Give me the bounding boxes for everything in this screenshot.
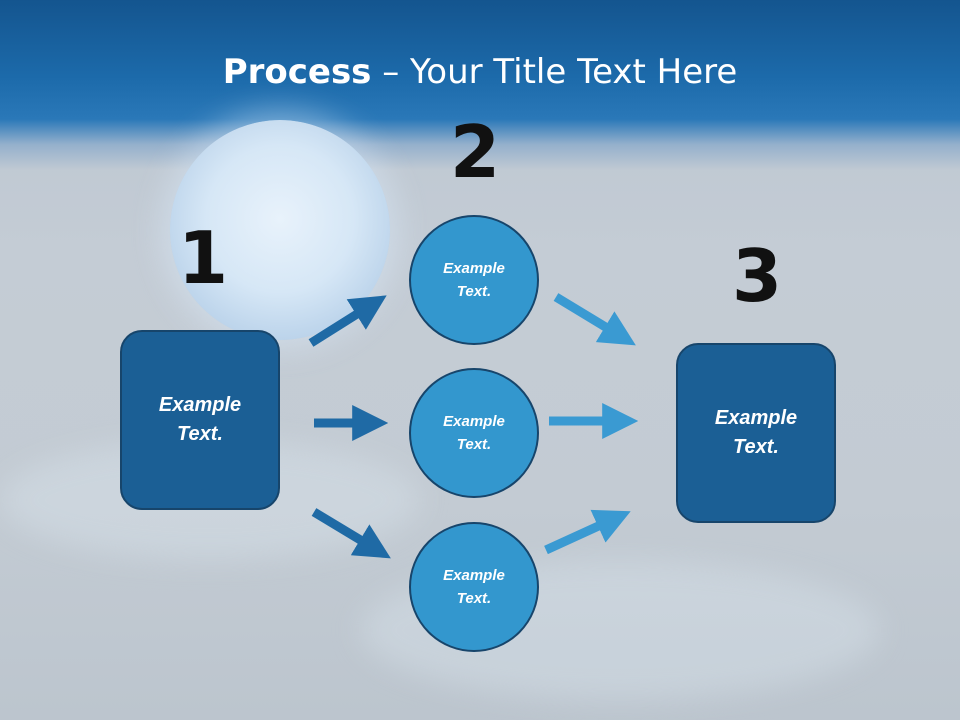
step-3-box: Example Text. [676,343,836,523]
step-number-1: 1 [178,216,229,300]
step-number-2: 2 [450,110,501,194]
step-2-circle-text: Example Text. [443,260,505,300]
step-2-circle-top: Example Text. [409,215,539,345]
title-bold: Process [222,52,372,92]
step-3-text: Example Text. [714,407,798,458]
step-2-circle-middle: Example Text. [409,368,539,498]
arrow-top-to-3 [553,293,636,346]
step-1-box: Example Text. [120,330,280,510]
slide-title: Process – Your Title Text Here [0,52,960,92]
step-1-text: Example Text. [158,394,242,445]
step-2-circle-bottom: Example Text. [409,522,539,652]
step-2-circle-text: Example Text. [443,567,505,607]
header-band [0,0,960,170]
step-2-circle-text: Example Text. [443,413,505,453]
step-number-3: 3 [732,234,783,318]
title-rest: – Your Title Text Here [371,52,738,92]
arrow-bottom-to-3 [544,509,631,555]
